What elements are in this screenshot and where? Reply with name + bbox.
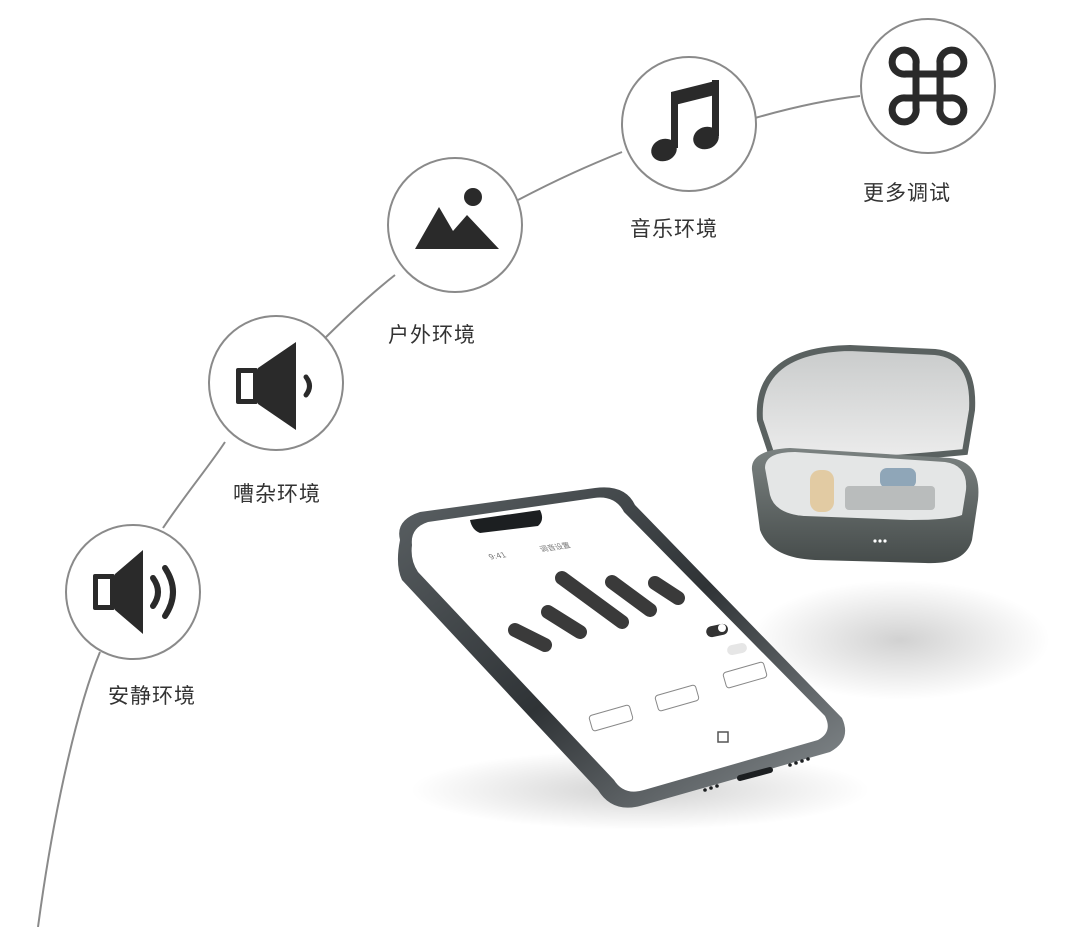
mode-more[interactable]: 更多调试 (860, 18, 996, 205)
smartphone: 9:41 调音设置 (397, 487, 870, 830)
charging-case (750, 344, 1050, 700)
eq-bar-3[interactable] (555, 571, 629, 629)
eq-bar-2[interactable] (541, 605, 587, 639)
eq-panel[interactable] (508, 571, 685, 652)
speaker-low-volume-icon (236, 342, 312, 430)
mode-quiet[interactable]: 安静环境 (65, 524, 201, 708)
phone-button-1[interactable] (588, 704, 634, 732)
music-note-icon (651, 80, 719, 162)
mode-outdoor[interactable]: 户外环境 (387, 157, 523, 347)
mode-music-label: 音乐环境 (630, 217, 718, 241)
speaker-high-volume-icon (93, 550, 176, 634)
phone-screen-title: 调音设置 (537, 540, 572, 553)
mode-outdoor-label: 户外环境 (388, 323, 476, 347)
mountain-landscape-icon (415, 188, 499, 249)
mode-noisy-label: 嘈杂环境 (233, 482, 321, 506)
mode-connector-line (37, 95, 861, 927)
phone-button-3[interactable] (722, 661, 768, 689)
mode-more-circle (860, 18, 996, 154)
phone-tab-icon[interactable] (717, 731, 729, 743)
mode-music[interactable]: 音乐环境 (621, 56, 757, 241)
mode-more-label: 更多调试 (863, 181, 951, 205)
phone-button-2[interactable] (654, 684, 700, 712)
mode-outdoor-circle (387, 157, 523, 293)
mode-music-circle (621, 56, 757, 192)
command-key-icon (888, 46, 968, 126)
phone-toggle-2[interactable] (726, 642, 748, 656)
eq-bar-1[interactable] (508, 623, 552, 652)
phone-status-time: 9:41 (487, 551, 509, 561)
hearing-aid-right (880, 468, 916, 488)
eq-bar-5[interactable] (648, 576, 685, 605)
phone-screen (411, 497, 828, 792)
hearing-aid-left (810, 470, 834, 512)
eq-bar-4[interactable] (605, 575, 657, 617)
mode-noisy[interactable]: 嘈杂环境 (208, 315, 344, 506)
case-lid (756, 344, 976, 469)
mode-quiet-label: 安静环境 (108, 684, 196, 708)
